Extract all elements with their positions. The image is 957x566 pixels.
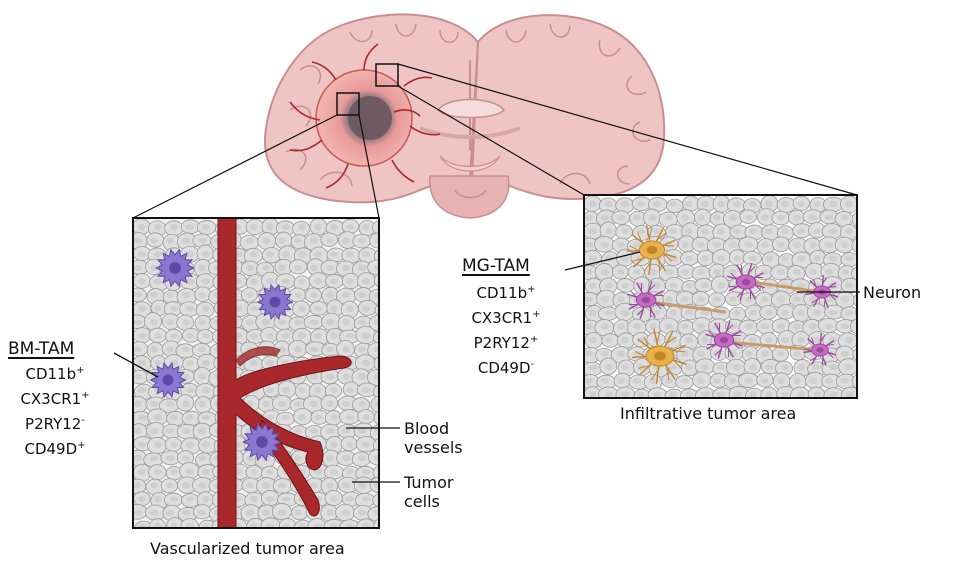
tumor-cell bbox=[374, 356, 391, 372]
tumor-cell bbox=[858, 361, 876, 375]
mg-marker-2: P2RY12+ bbox=[456, 329, 556, 354]
tumor-cell bbox=[858, 332, 875, 346]
brain-coronal-section-icon bbox=[265, 14, 664, 218]
tumor-cell bbox=[386, 287, 402, 302]
tumor-cell bbox=[595, 400, 614, 417]
tumor-cell bbox=[384, 233, 403, 247]
tumor-cell bbox=[850, 318, 870, 334]
tumor-cell bbox=[853, 347, 873, 362]
tumor-cell bbox=[852, 211, 870, 227]
tumor-cell bbox=[373, 518, 392, 535]
mg-tam-markers: CD11b+ CX3CR1+ P2RY12+ CD49D- bbox=[456, 279, 556, 379]
bm-tam-title: BM-TAM bbox=[8, 341, 74, 358]
mg-marker-3: CD49D- bbox=[456, 354, 556, 379]
tumor-cell bbox=[374, 410, 391, 427]
tumor-cell bbox=[854, 399, 870, 416]
tumor-cell bbox=[856, 304, 874, 321]
mg-tam-title: MG-TAM bbox=[462, 258, 530, 275]
infiltrative-panel bbox=[579, 195, 876, 418]
tumor-cell bbox=[386, 343, 403, 360]
tumor-cell bbox=[386, 479, 404, 493]
tumor-cell bbox=[852, 237, 871, 253]
bm-marker-0: CD11b+ bbox=[2, 360, 108, 385]
tumor-cell bbox=[385, 399, 405, 413]
tumor-cell bbox=[580, 399, 597, 415]
tumor-cell bbox=[373, 493, 390, 507]
tumor-cell bbox=[386, 424, 402, 441]
tumor-cell bbox=[852, 373, 871, 389]
tumor-cell bbox=[858, 196, 875, 210]
tumor-cell bbox=[857, 223, 874, 240]
tumor-cell bbox=[387, 369, 404, 383]
tumor-cell bbox=[838, 400, 854, 415]
vascularized-panel bbox=[127, 218, 404, 550]
tumor-cell bbox=[374, 273, 390, 288]
mg-marker-0: CD11b+ bbox=[456, 279, 556, 304]
tumor-cell bbox=[355, 533, 371, 548]
blood-vessels-label: Blood vessels bbox=[404, 419, 463, 457]
tumor-cells-label: Tumor cells bbox=[404, 473, 453, 511]
bm-tam-markers: CD11b+ CX3CR1+ P2RY12- CD49D+ bbox=[2, 360, 108, 460]
neuron-label: Neuron bbox=[863, 283, 921, 302]
tumor-cell bbox=[386, 507, 404, 522]
tumor-cell bbox=[386, 262, 403, 278]
tumor-cell bbox=[385, 451, 404, 467]
tumor-cell bbox=[806, 403, 823, 418]
tumor-cell bbox=[385, 533, 402, 550]
vascularized-caption: Vascularized tumor area bbox=[150, 541, 345, 557]
tumor-cell bbox=[388, 313, 404, 330]
bm-marker-3: CD49D+ bbox=[2, 435, 108, 460]
infiltrative-caption: Infiltrative tumor area bbox=[620, 406, 796, 422]
tumor-cell bbox=[369, 530, 386, 547]
tumor-cell bbox=[372, 220, 392, 235]
tumor-cell bbox=[128, 533, 146, 550]
tumor-cell bbox=[856, 251, 872, 265]
bm-marker-1: CX3CR1+ bbox=[2, 385, 108, 410]
bm-marker-2: P2RY12- bbox=[2, 410, 108, 435]
tumor-cell bbox=[857, 388, 875, 405]
tumor-cell bbox=[821, 401, 841, 417]
mg-marker-1: CX3CR1+ bbox=[456, 304, 556, 329]
